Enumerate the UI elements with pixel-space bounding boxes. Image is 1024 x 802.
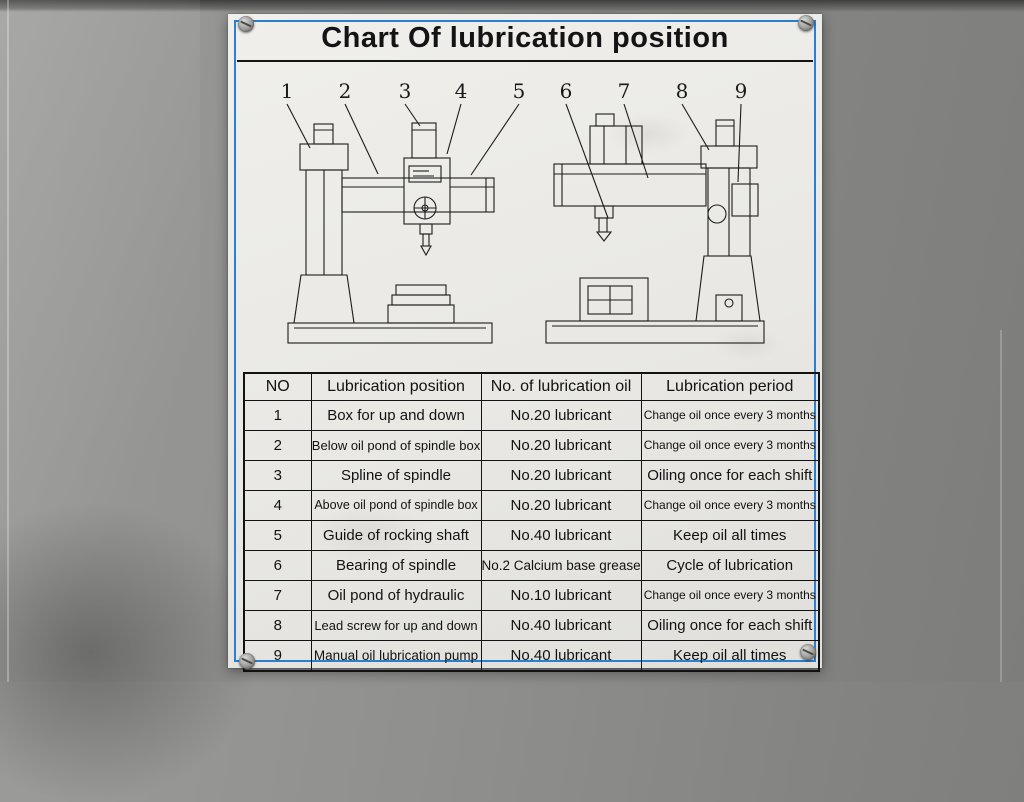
table-header-row: NO Lubrication position No. of lubricati… — [243, 372, 820, 401]
cell-position: Box for up and down — [327, 407, 465, 424]
cell-position: Manual oil lubrication pump — [313, 648, 479, 663]
wall-background-top-strip — [0, 0, 1024, 12]
table-row: 4 Above oil pond of spindle box No.20 lu… — [243, 490, 820, 521]
callout-label-7: 7 — [618, 79, 631, 103]
title-divider — [237, 60, 813, 62]
cell-oil: No.40 lubricant — [510, 527, 612, 544]
cell-position: Spline of spindle — [340, 467, 452, 484]
cell-period: Change oil once every 3 months — [643, 438, 816, 452]
callout-label-1: 1 — [281, 79, 294, 103]
cell-no: 2 — [273, 437, 282, 454]
screw-top-left — [238, 16, 254, 32]
cell-no: 3 — [273, 467, 282, 484]
cell-period: Oiling once for each shift — [647, 467, 813, 484]
table-row: 7 Oil pond of hydraulic No.10 lubricant … — [243, 580, 820, 611]
callout-label-3: 3 — [399, 79, 412, 103]
cell-oil: No.20 lubricant — [510, 407, 612, 424]
machine-diagram: 1 2 3 4 5 6 7 8 9 — [281, 79, 765, 344]
cell-no: 1 — [273, 407, 282, 424]
cell-position: Lead screw for up and down — [314, 618, 478, 633]
cell-period: Cycle of lubrication — [666, 557, 794, 574]
callout-numbers: 1 2 3 4 5 6 7 8 9 — [281, 79, 748, 103]
cell-no: 7 — [273, 587, 282, 604]
cell-oil: No.10 lubricant — [510, 587, 612, 604]
table-row: 6 Bearing of spindle No.2 Calcium base g… — [243, 550, 820, 581]
callout-label-6: 6 — [560, 79, 573, 103]
cell-oil: No.2 Calcium base grease — [481, 558, 641, 573]
callout-label-8: 8 — [676, 79, 689, 103]
cell-oil: No.40 lubricant — [510, 647, 612, 664]
cell-oil: No.40 lubricant — [510, 617, 612, 634]
right-machine-drawing — [545, 113, 765, 344]
page-title: Chart Of lubrication position — [321, 22, 729, 54]
table-row: 5 Guide of rocking shaft No.40 lubricant… — [243, 520, 820, 551]
wall-seam-left — [7, 0, 9, 682]
lubrication-table: NO Lubrication position No. of lubricati… — [243, 372, 820, 672]
table-row: 1 Box for up and down No.20 lubricant Ch… — [243, 400, 820, 431]
callout-label-9: 9 — [735, 79, 748, 103]
cell-period: Keep oil all times — [673, 647, 787, 664]
col-header-no: NO — [265, 378, 290, 395]
wall-light-streak — [0, 0, 200, 760]
wall-corner-shadow — [0, 502, 260, 802]
cell-position: Oil pond of hydraulic — [327, 587, 465, 604]
wall-seam-right — [1000, 330, 1002, 682]
cell-period: Change oil once every 3 months — [643, 498, 816, 512]
col-header-position: Lubrication position — [327, 378, 465, 395]
callout-label-5: 5 — [513, 79, 526, 103]
cell-position: Below oil pond of spindle box — [311, 438, 481, 453]
lubrication-chart-plate: Chart Of lubrication position — [228, 14, 822, 672]
table-row: 2 Below oil pond of spindle box No.20 lu… — [243, 430, 820, 461]
cell-period: Change oil once every 3 months — [643, 588, 816, 602]
cell-position: Bearing of spindle — [335, 557, 457, 574]
cell-oil: No.20 lubricant — [510, 437, 612, 454]
cell-period: Oiling once for each shift — [647, 617, 813, 634]
cell-no: 5 — [273, 527, 282, 544]
cell-period: Keep oil all times — [673, 527, 787, 544]
cell-oil: No.20 lubricant — [510, 497, 612, 514]
callout-label-2: 2 — [339, 79, 352, 103]
cell-no: 9 — [273, 647, 282, 664]
col-header-oil: No. of lubrication oil — [490, 378, 632, 395]
table-row: 3 Spline of spindle No.20 lubricant Oili… — [243, 460, 820, 491]
cell-no: 6 — [273, 557, 282, 574]
callout-label-4: 4 — [455, 79, 468, 103]
cell-period: Change oil once every 3 months — [643, 408, 816, 422]
screw-bottom-left — [239, 653, 255, 669]
cell-no: 4 — [273, 497, 282, 514]
cell-position: Guide of rocking shaft — [323, 527, 469, 544]
cell-oil: No.20 lubricant — [510, 467, 612, 484]
callout-leader-lines — [286, 103, 742, 219]
col-header-period: Lubrication period — [666, 378, 794, 395]
cell-no: 8 — [273, 617, 282, 634]
screw-top-right — [798, 15, 814, 31]
table-row: 9 Manual oil lubrication pump No.40 lubr… — [243, 640, 820, 672]
screw-bottom-right — [800, 644, 816, 660]
table-row: 8 Lead screw for up and down No.40 lubri… — [243, 610, 820, 641]
left-machine-drawing — [287, 122, 495, 344]
cell-position: Above oil pond of spindle box — [314, 498, 478, 512]
